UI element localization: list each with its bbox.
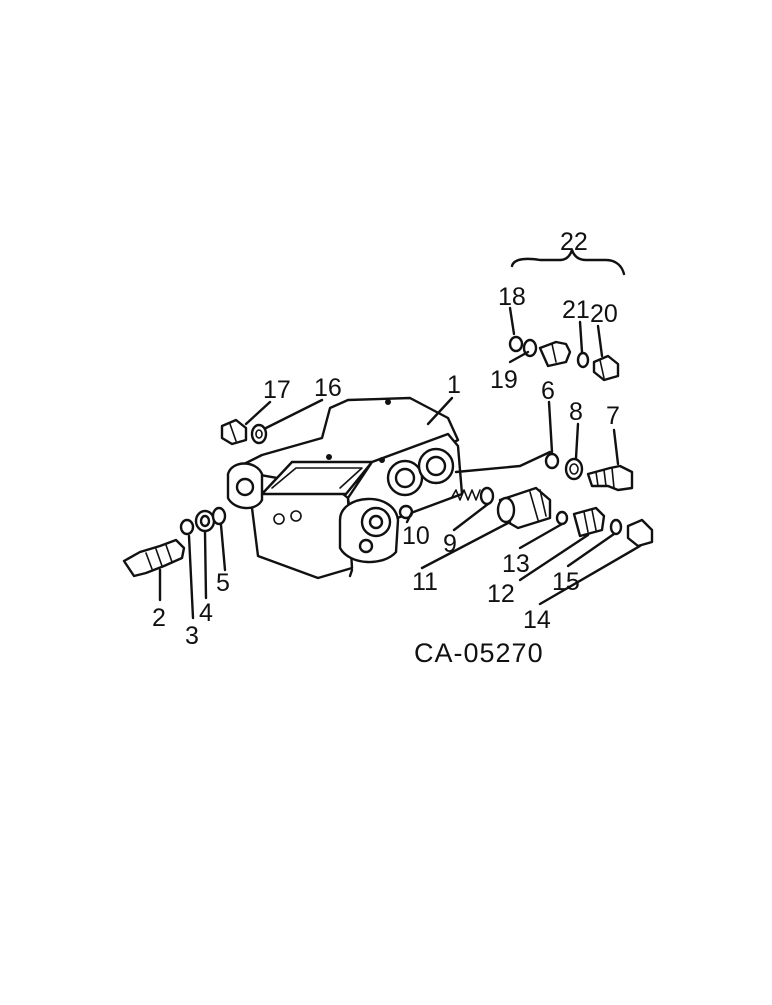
callout-19: 19 [490,366,518,394]
callout-12: 12 [487,580,515,608]
callout-20: 20 [590,300,618,328]
callout-labels: 1 2 3 4 5 6 7 8 9 10 11 12 13 14 15 16 1… [152,228,620,650]
callout-17: 17 [263,376,291,404]
drawing-code: CA-05270 [414,638,544,668]
callout-13: 13 [502,550,530,578]
callout-4: 4 [199,599,213,627]
callout-1: 1 [447,371,461,399]
callout-18: 18 [498,283,526,311]
callout-2: 2 [152,604,166,632]
right-hardware [451,335,654,548]
callout-21: 21 [562,296,590,324]
callout-10: 10 [402,522,430,550]
callout-15: 15 [552,568,580,596]
callout-22: 22 [560,228,588,256]
left-hardware [122,418,268,578]
valve-housing [226,396,464,580]
callout-6: 6 [541,377,555,405]
leader-lines [158,248,642,620]
callout-8: 8 [569,398,583,426]
callout-11: 11 [412,568,438,596]
callout-16: 16 [314,374,342,402]
callout-14: 14 [523,606,551,634]
callout-3: 3 [185,622,199,650]
callout-7: 7 [606,402,620,430]
callout-5: 5 [216,569,230,597]
callout-9: 9 [443,530,457,558]
